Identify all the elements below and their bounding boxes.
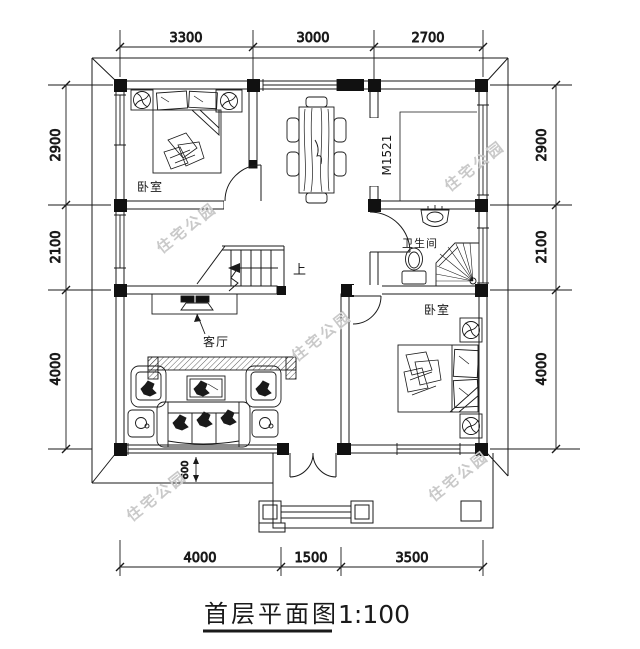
doors — [224, 118, 411, 478]
window-right-bathroom — [477, 227, 489, 284]
dimension-label: 3300 — [169, 31, 202, 46]
pillow — [188, 90, 218, 110]
chair — [286, 151, 300, 177]
corner-shower-icon — [435, 242, 479, 286]
drawing-scale: 1:100 — [338, 600, 410, 629]
nightstand — [215, 89, 243, 113]
room-label-bathroom: 卫生间 — [402, 236, 438, 250]
pillow — [452, 378, 480, 409]
room-label-living: 客厅 — [203, 334, 229, 349]
roof-overhang-outline — [91, 57, 509, 484]
sofa — [156, 401, 251, 448]
bathroom-fixtures — [401, 205, 479, 286]
stair-arrow-icon — [228, 263, 240, 273]
entry-porch — [258, 453, 494, 533]
dimension-label: 1500 — [294, 551, 327, 566]
dimension-label: 4000 — [183, 551, 216, 566]
dimension-chain-right: 2900 2100 4000 — [490, 80, 580, 454]
side-table — [251, 409, 279, 438]
lamp-icon — [462, 321, 480, 339]
drawing-title: 首层平面图 — [204, 600, 339, 628]
window-bottom-living — [127, 443, 286, 455]
door-bedroom2 — [352, 285, 382, 325]
bed-outline — [152, 109, 222, 174]
nightstand — [130, 89, 154, 111]
chair — [333, 151, 347, 177]
dimension-label: 3500 — [395, 551, 428, 566]
entrance-double-door — [289, 444, 337, 478]
armchair — [130, 365, 167, 408]
room-label-bedroom-upper: 卧室 — [137, 179, 163, 194]
dining-table-set — [286, 96, 347, 204]
room-label-bedroom-lower: 卧室 — [424, 302, 450, 317]
dimension-label: 4000 — [535, 352, 550, 385]
dimension-porch-overhang: 600 — [180, 457, 199, 482]
pillow — [452, 348, 480, 379]
watermark-text: 住宅公园 — [425, 447, 493, 506]
dimension-label: 4000 — [49, 352, 64, 385]
porch-column — [460, 500, 482, 522]
dimension-chain-left: 2900 2100 4000 — [48, 80, 113, 454]
window-bottom-bedroom2 — [396, 443, 461, 455]
living-room-leader-arrow — [194, 313, 206, 335]
door-bedroom1 — [224, 164, 262, 210]
porch-column — [350, 500, 374, 524]
door-bathroom — [369, 211, 411, 253]
watermark-text: 住宅公园 — [123, 467, 191, 526]
watermark-text: 住宅公园 — [441, 137, 509, 196]
window-top-dining — [262, 79, 338, 91]
door-opening-m1521 — [369, 118, 379, 186]
wood-grain — [303, 107, 330, 193]
nightstand — [459, 413, 483, 439]
window-left-hall — [114, 214, 126, 269]
dimension-label: 2100 — [49, 230, 64, 263]
dimension-label: 3000 — [296, 31, 329, 46]
toilet-icon — [401, 247, 427, 285]
coffee-table — [186, 375, 226, 401]
top-right-room-lines — [399, 111, 477, 201]
bed-upper-left — [130, 89, 243, 174]
room-labels: 卧室 卫生间 客厅 卧室 M1521 上 — [137, 135, 450, 349]
door-code-label: M1521 — [380, 135, 394, 176]
window-left-bedroom1 — [114, 94, 126, 146]
side-table — [127, 409, 155, 438]
dimension-label: 2900 — [535, 128, 550, 161]
chair — [305, 96, 328, 108]
sink-icon — [420, 205, 450, 227]
stair-up-label: 上 — [293, 263, 306, 278]
chair — [305, 192, 328, 204]
lamp-icon — [220, 92, 238, 110]
windows — [114, 79, 489, 455]
nightstand — [459, 317, 483, 343]
quilt-scribble — [163, 132, 205, 170]
bed-outline — [397, 344, 479, 413]
bed-lower-right — [397, 317, 483, 439]
dimension-label: 2100 — [535, 230, 550, 263]
stairs — [196, 245, 285, 292]
chair — [333, 117, 347, 143]
armchair — [245, 365, 282, 408]
lamp-icon — [133, 91, 151, 109]
chair — [286, 117, 300, 143]
pillow — [155, 90, 189, 111]
structural-columns — [114, 79, 488, 456]
sofa-area-hatch — [147, 356, 297, 380]
dimension-chain-top: 3300 3000 2700 — [115, 30, 488, 79]
tv-cabinet — [151, 293, 238, 315]
porch-column — [258, 500, 282, 524]
window-right-top-room — [477, 104, 489, 196]
living-room-furniture — [127, 293, 297, 448]
dimension-label: 600 — [180, 460, 191, 479]
lamp-icon — [462, 417, 480, 435]
dimension-chain-bottom: 4000 1500 3500 — [115, 540, 488, 576]
title-block: 首层平面图 1:100 — [203, 600, 410, 633]
dimension-label: 2900 — [49, 128, 64, 161]
dimension-label: 2700 — [411, 31, 444, 46]
